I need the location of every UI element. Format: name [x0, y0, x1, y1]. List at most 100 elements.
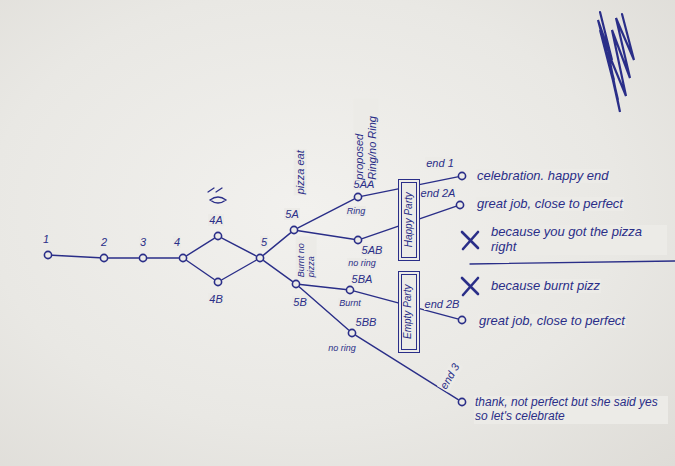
annotation: Ring — [346, 206, 367, 216]
scribble — [598, 12, 634, 112]
node-circle — [213, 231, 223, 241]
annotation: because you got the pizza right — [490, 225, 667, 255]
tree-node: 5 — [255, 253, 265, 263]
node-label: 4B — [208, 293, 223, 306]
tree-node: 4A — [213, 231, 223, 241]
branch-line — [299, 287, 348, 330]
tree-node: 5AB — [353, 235, 363, 245]
branch-line — [222, 238, 256, 256]
annotation: because burnt pizz — [490, 279, 601, 294]
node-circle — [457, 171, 467, 181]
branch-line — [222, 260, 256, 280]
scribble — [208, 188, 226, 203]
node-circle — [255, 253, 265, 263]
node-label: 5AB — [361, 244, 384, 257]
node-circle — [179, 254, 186, 261]
node-circle — [214, 232, 221, 239]
annotation: thank, not perfect but she said yes so l… — [474, 396, 668, 424]
node-label: 5B — [292, 296, 307, 309]
annotation: great job, close to perfect — [476, 197, 624, 212]
node-circle — [138, 253, 148, 263]
node-label: end 2B — [424, 298, 461, 311]
node-circle — [100, 254, 107, 261]
node-circle — [354, 236, 361, 243]
node-label: end 2A — [420, 187, 457, 200]
tree-node: end 2B — [457, 315, 467, 325]
branch-line — [148, 257, 179, 258]
tree-node: 5BA — [345, 285, 355, 295]
node-circle — [292, 280, 299, 287]
node-circle — [345, 285, 355, 295]
node-label: 5A — [284, 208, 299, 221]
node-circle — [455, 200, 465, 210]
node-label: 5 — [260, 236, 268, 249]
tree-node: 5AA — [353, 192, 363, 202]
node-label: end 3 — [437, 360, 463, 392]
tree-node: 2 — [99, 253, 109, 263]
tree-node: 4B — [213, 277, 223, 287]
node-circle — [354, 193, 361, 200]
annotation: proposed Ring/no Ring — [353, 99, 378, 181]
band-label: Happy Party — [403, 191, 415, 248]
node-circle — [291, 279, 301, 289]
separator-line — [470, 261, 675, 264]
node-circle — [457, 315, 467, 325]
tree-node: end 2A — [455, 200, 465, 210]
node-label: end 1 — [425, 157, 455, 170]
node-circle — [290, 226, 297, 233]
tree-node: 5BB — [347, 328, 357, 338]
branch-line — [52, 255, 99, 258]
tree-node: 5B — [291, 279, 301, 289]
annotation: great job, close to perfect — [478, 314, 626, 329]
annotation: no ring — [327, 343, 357, 353]
node-circle — [213, 277, 223, 287]
node-circle — [353, 192, 363, 202]
party-band: Happy Party — [398, 179, 420, 261]
annotation: celebration. happy end — [476, 169, 610, 184]
node-label: 2 — [100, 236, 108, 249]
node-label: 4 — [173, 236, 181, 249]
node-circle — [99, 253, 109, 263]
node-label: 4A — [208, 214, 223, 227]
cross-mark — [462, 278, 478, 295]
branch-line — [264, 261, 293, 282]
node-label: 5BB — [355, 316, 378, 329]
node-circle — [458, 172, 465, 179]
party-band: Empty Party — [398, 271, 420, 353]
tree-node: 1 — [43, 250, 53, 260]
cross-mark — [462, 232, 478, 249]
node-label: 3 — [139, 236, 147, 249]
node-circle — [178, 253, 188, 263]
annotation: Burnt — [338, 298, 362, 308]
node-circle — [456, 201, 463, 208]
tree-node: end 1 — [457, 171, 467, 181]
node-label: 1 — [42, 233, 50, 246]
annotation: Burnt no pizza — [296, 236, 317, 278]
tree-node: 3 — [138, 253, 148, 263]
branch-line — [109, 257, 139, 258]
node-circle — [289, 225, 299, 235]
branch-line — [187, 238, 214, 255]
node-circle — [44, 251, 51, 258]
annotation: no ring — [347, 258, 377, 268]
node-circle — [458, 398, 465, 405]
node-circle — [139, 254, 146, 261]
node-circle — [348, 329, 355, 336]
node-circle — [457, 397, 467, 407]
node-circle — [214, 278, 221, 285]
node-label: 5BA — [351, 273, 374, 286]
tree-node: end 3 — [457, 397, 467, 407]
branch-line — [187, 261, 215, 280]
branch-line — [300, 284, 345, 289]
node-circle — [256, 254, 263, 261]
annotation: pizza eat — [294, 149, 307, 195]
node-circle — [347, 328, 357, 338]
node-circle — [458, 316, 465, 323]
tree-node: 4 — [178, 253, 188, 263]
band-label: Empty Party — [403, 283, 415, 339]
node-circle — [43, 250, 53, 260]
tree-node: 5A — [289, 225, 299, 235]
node-circle — [346, 286, 353, 293]
